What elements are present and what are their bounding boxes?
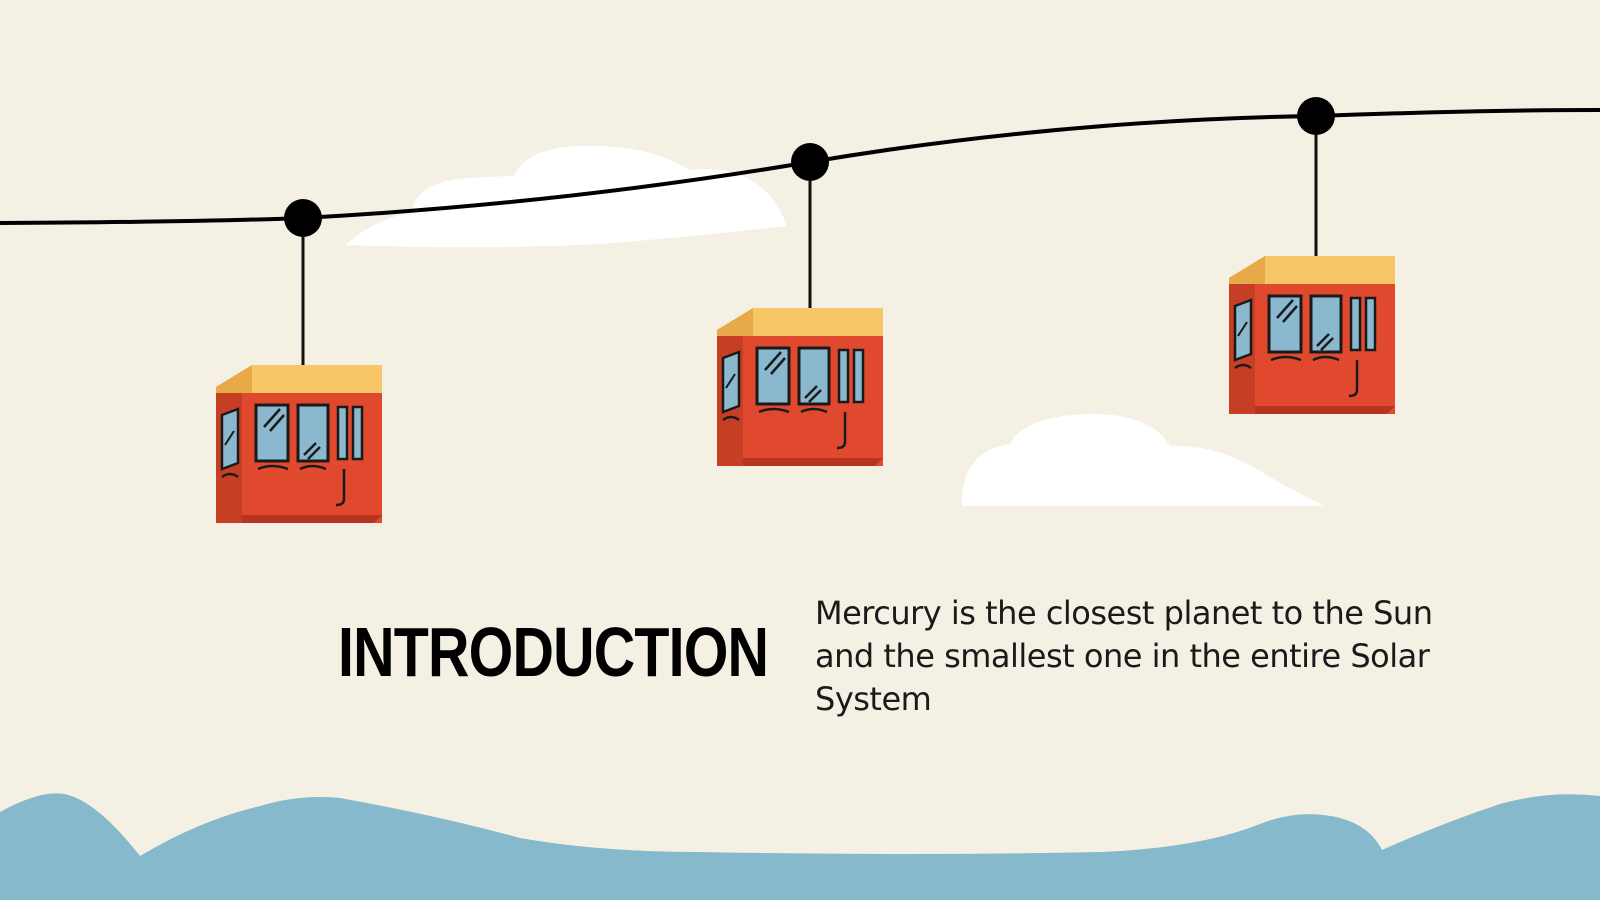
- slide-description: Mercury is the closest planet to the Sun…: [815, 594, 1433, 718]
- slide-title: INTRODUCTION: [338, 613, 769, 691]
- cable-car-icon: [1227, 97, 1397, 416]
- cable-car-icon: [214, 199, 384, 525]
- cable-car-icon: [715, 143, 885, 468]
- hill-shape: [0, 793, 1600, 900]
- cloud-icon: [961, 413, 1324, 506]
